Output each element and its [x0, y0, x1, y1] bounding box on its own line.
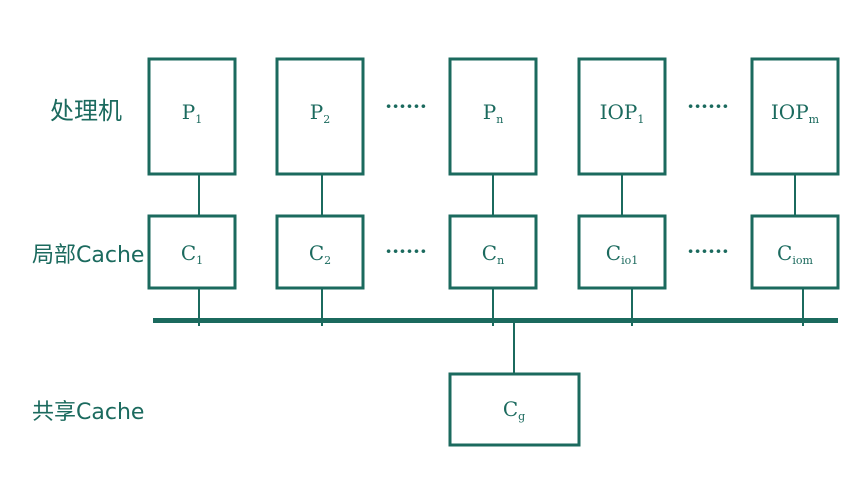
local-cache-box-cn — [448, 214, 538, 290]
local-cache-label-c1: C1 — [181, 241, 203, 267]
local-cache-box-ciom — [750, 214, 840, 290]
row-label-shared-cache: 共享Cache — [32, 400, 144, 425]
processor-box-p1 — [147, 57, 237, 176]
processor-label-iop1: IOP1 — [600, 100, 645, 126]
processor-cache-connectors — [198, 174, 796, 215]
processor-box-p2 — [275, 57, 365, 176]
local-cache-label-cn: Cn — [482, 241, 504, 267]
processor-label-iopm: IOPm — [771, 100, 820, 126]
shared-cache-label: Cg — [503, 397, 525, 423]
row-label-processor: 处理机 — [50, 97, 122, 125]
local-cache-box-c1 — [147, 214, 237, 290]
processor-box-iop1 — [577, 57, 667, 176]
ellipsis-processors-left: ······ — [385, 94, 427, 118]
ellipsis-processors-right: ······ — [687, 94, 729, 118]
processor-label-p2: P2 — [310, 100, 330, 126]
processor-row — [147, 57, 840, 176]
processor-box-pn — [448, 57, 538, 176]
ellipsis-caches-right: ······ — [687, 239, 729, 263]
row-label-local-cache: 局部Cache — [32, 243, 144, 268]
processor-label-p1: P1 — [182, 100, 202, 126]
local-cache-label-c2: C2 — [309, 241, 331, 267]
local-cache-label-cio1: Cio1 — [606, 241, 638, 267]
ellipsis-caches-left: ······ — [385, 239, 427, 263]
local-cache-box-c2 — [275, 214, 365, 290]
system-bus — [153, 318, 838, 323]
processor-box-iopm — [750, 57, 840, 176]
local-cache-row — [147, 214, 840, 290]
shared-cache-box — [448, 372, 581, 447]
processor-label-pn: Pn — [483, 100, 504, 126]
local-cache-box-cio1 — [577, 214, 667, 290]
local-cache-label-ciom: Ciom — [777, 241, 813, 267]
